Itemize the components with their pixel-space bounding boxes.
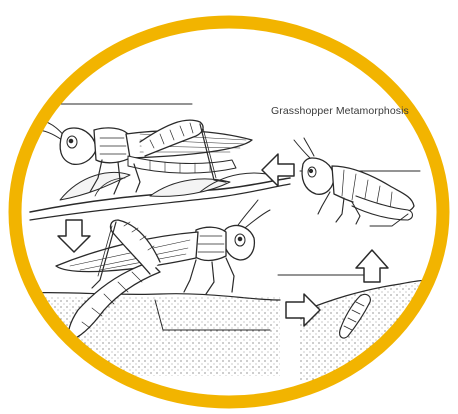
diagram-title: Grasshopper Metamorphosis <box>271 105 409 117</box>
